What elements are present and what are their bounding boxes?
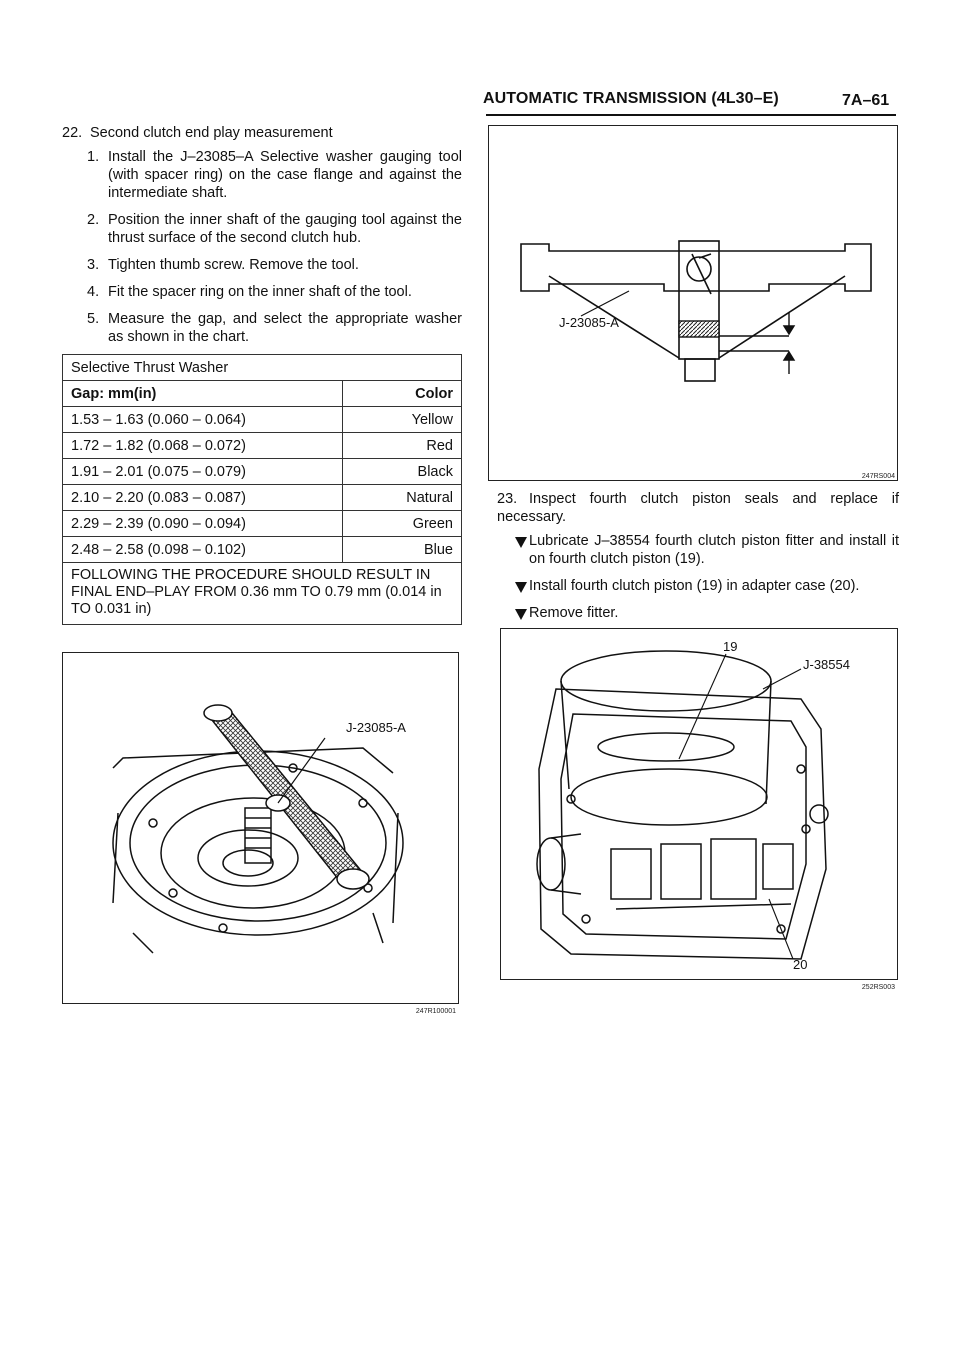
table-row: 2.10 – 2.20 (0.083 – 0.087)Natural	[61, 484, 462, 511]
page-number: 7A–61	[842, 92, 890, 109]
bullet-text: Lubricate J–38554 fourth clutch piston f…	[529, 533, 899, 567]
bullet-text: Install fourth clutch piston (19) in ada…	[529, 578, 860, 594]
table-row: 1.53 – 1.63 (0.060 – 0.064)Yellow	[61, 406, 462, 433]
triangle-bullet-icon	[515, 609, 527, 620]
substep-1: 1. Install the J–23085–A Selective washer…	[62, 148, 462, 202]
gauging-tool-label: J-23085-A	[559, 315, 619, 330]
color-cell: Yellow	[342, 406, 462, 433]
callout-fitter-tool: J-38554	[803, 657, 850, 672]
substep-number: 2.	[87, 212, 100, 228]
step-22-section: 22. Second clutch end play measurement 1.…	[62, 124, 462, 355]
step-22-title: 22. Second clutch end play measurement	[62, 124, 462, 142]
step-23-title: 23.Inspect fourth clutch piston seals an…	[497, 490, 899, 526]
substep-text: Install the J–23085–A Selective washer g…	[108, 149, 462, 201]
table-row: 2.48 – 2.58 (0.098 – 0.102)Blue	[61, 536, 462, 563]
header-rule	[486, 114, 896, 116]
gauging-tool-illustration: J-23085-A	[520, 240, 872, 382]
color-cell: Natural	[342, 484, 462, 511]
step-22-number: 22.	[62, 125, 83, 141]
table-note: FOLLOWING THE PROCEDURE SHOULD RESULT IN…	[62, 562, 462, 625]
column-header-color: Color	[342, 380, 462, 407]
triangle-bullet-icon	[515, 537, 527, 548]
bullet-item: Remove fitter.	[497, 604, 899, 622]
callout-20: 20	[793, 957, 807, 972]
triangle-bullet-icon	[515, 582, 527, 593]
table-header-row: Gap: mm(in) Color	[61, 380, 462, 407]
table-caption: Selective Thrust Washer	[62, 354, 462, 381]
substep-text: Tighten thumb screw. Remove the tool.	[108, 257, 359, 273]
gap-cell: 1.53 – 1.63 (0.060 – 0.064)	[61, 406, 344, 433]
figure-code: 247RS004	[861, 473, 895, 480]
substep-4: 4. Fit the spacer ring on the inner shaft…	[62, 283, 462, 301]
color-cell: Red	[342, 432, 462, 459]
gap-cell: 2.29 – 2.39 (0.090 – 0.094)	[61, 510, 344, 537]
figure-fourth-clutch-piston: 19 J-38554 20 252RS003	[500, 628, 898, 991]
substep-text: Fit the spacer ring on the inner shaft o…	[108, 284, 412, 300]
bullet-item: Lubricate J–38554 fourth clutch piston f…	[497, 532, 899, 568]
gauging-tool-label: J-23085-A	[346, 720, 406, 735]
table-row: 1.91 – 2.01 (0.075 – 0.079)Black	[61, 458, 462, 485]
gap-cell: 1.91 – 2.01 (0.075 – 0.079)	[61, 458, 344, 485]
substep-text: Position the inner shaft of the gauging …	[108, 212, 462, 246]
table-note-row: FOLLOWING THE PROCEDURE SHOULD RESULT IN…	[62, 562, 462, 625]
figure-gauging-tool-diagram: J-23085-A 247RS004	[488, 125, 898, 481]
page-header-title: AUTOMATIC TRANSMISSION (4L30–E)	[483, 90, 779, 107]
bullet-text: Remove fitter.	[529, 605, 619, 621]
step-23-title-text: Inspect fourth clutch piston seals and r…	[497, 491, 899, 525]
table-row: 2.29 – 2.39 (0.090 – 0.094)Green	[61, 510, 462, 537]
step-22-substeps: 1. Install the J–23085–A Selective washer…	[62, 148, 462, 346]
substep-text: Measure the gap, and select the appropri…	[108, 311, 462, 345]
table-row: 1.72 – 1.82 (0.068 – 0.072)Red	[61, 432, 462, 459]
step-23-section: 23.Inspect fourth clutch piston seals an…	[497, 490, 899, 631]
step-22-title-text: Second clutch end play measurement	[90, 125, 333, 141]
figure-code: 252RS003	[861, 984, 895, 991]
substep-5: 5. Measure the gap, and select the approp…	[62, 310, 462, 346]
figure-code: 247R100001	[415, 1008, 456, 1015]
callout-19: 19	[723, 639, 737, 654]
gap-cell: 1.72 – 1.82 (0.068 – 0.072)	[61, 432, 344, 459]
substep-number: 5.	[87, 311, 100, 327]
column-header-gap: Gap: mm(in)	[61, 380, 344, 407]
gauge-installed-illustration: J-23085-A	[112, 704, 406, 954]
gap-cell: 2.48 – 2.58 (0.098 – 0.102)	[61, 536, 344, 563]
color-cell: Green	[342, 510, 462, 537]
piston-fitter-illustration: 19 J-38554 20	[536, 639, 850, 972]
bullet-item: Install fourth clutch piston (19) in ada…	[497, 577, 899, 595]
step-23-number: 23.	[497, 491, 518, 507]
color-cell: Blue	[342, 536, 462, 563]
substep-number: 1.	[87, 149, 100, 165]
selective-thrust-washer-table: Selective Thrust Washer Gap: mm(in) Colo…	[61, 354, 462, 625]
substep-3: 3. Tighten thumb screw. Remove the tool.	[62, 256, 462, 274]
table-caption-row: Selective Thrust Washer	[62, 354, 462, 381]
color-cell: Black	[342, 458, 462, 485]
substep-number: 3.	[87, 257, 100, 273]
step-23-bullets: Lubricate J–38554 fourth clutch piston f…	[497, 532, 899, 622]
gap-cell: 2.10 – 2.20 (0.083 – 0.087)	[61, 484, 344, 511]
figure-gauging-tool-installed: J-23085-A 247R100001	[62, 652, 459, 1015]
substep-2: 2. Position the inner shaft of the gaugin…	[62, 211, 462, 247]
substep-number: 4.	[87, 284, 100, 300]
